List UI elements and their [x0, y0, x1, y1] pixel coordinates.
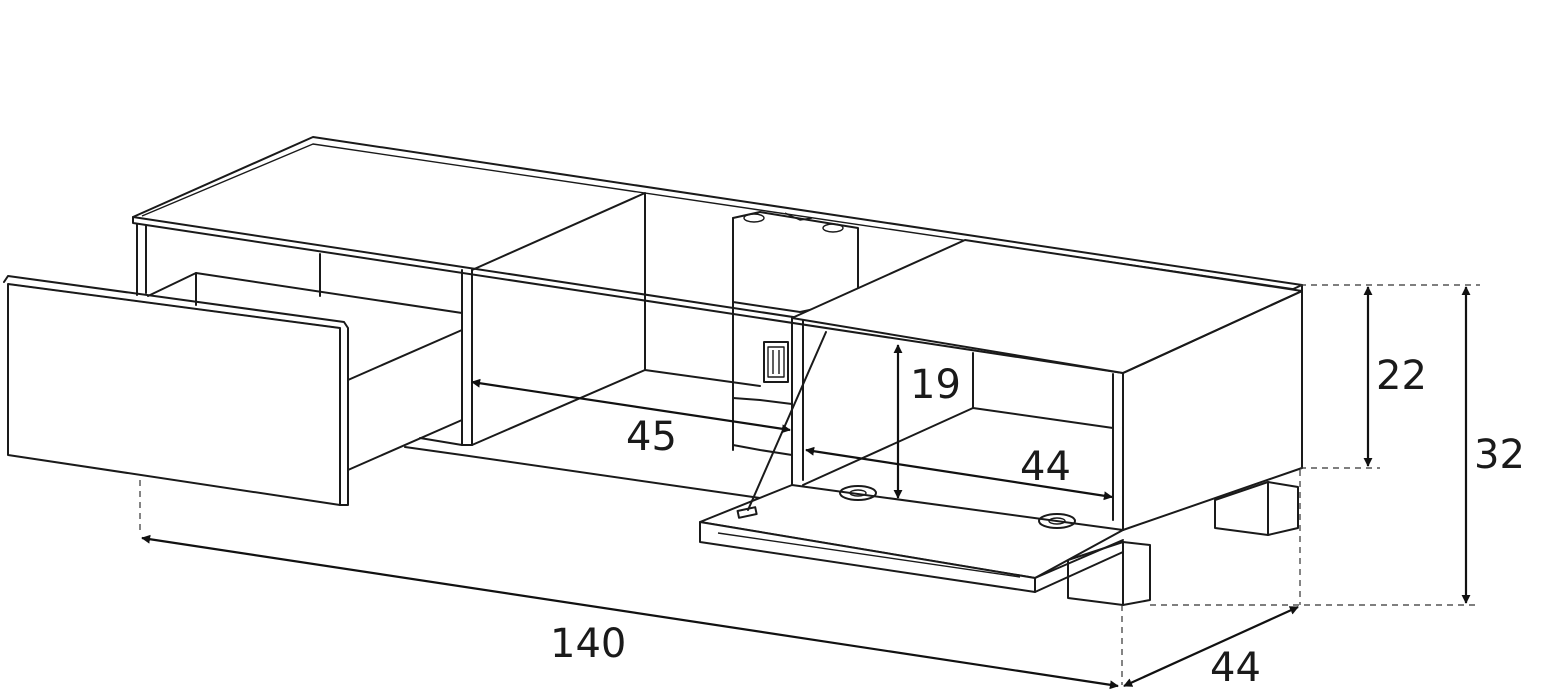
dimension-arrow-drawer-depth — [471, 378, 791, 434]
dimension-arrow-inner-depth — [805, 446, 1113, 501]
cabinet-foot-back — [1214, 481, 1299, 536]
power-outlet-icon — [763, 341, 789, 383]
drawer-front — [7, 283, 341, 506]
dimension-arrow-width — [141, 534, 1119, 690]
dimension-label-drawer-depth: 45 — [626, 414, 677, 460]
hinge-icon — [1038, 513, 1076, 529]
dimension-label-total-height: 32 — [1474, 432, 1525, 478]
dimension-labels: 140 44 32 22 19 45 44 — [550, 353, 1525, 691]
dimension-arrow-depth — [1123, 605, 1299, 688]
dimension-arrows — [141, 286, 1471, 690]
dimension-label-inner-height: 19 — [910, 362, 961, 408]
dimension-label-cabinet-height: 22 — [1376, 353, 1427, 399]
open-drawer — [3, 272, 463, 506]
dimension-label-width: 140 — [550, 621, 626, 667]
extension-lines — [139, 284, 1480, 685]
dimension-label-depth: 44 — [1210, 645, 1261, 691]
dimension-label-inner-depth: 44 — [1020, 444, 1071, 490]
